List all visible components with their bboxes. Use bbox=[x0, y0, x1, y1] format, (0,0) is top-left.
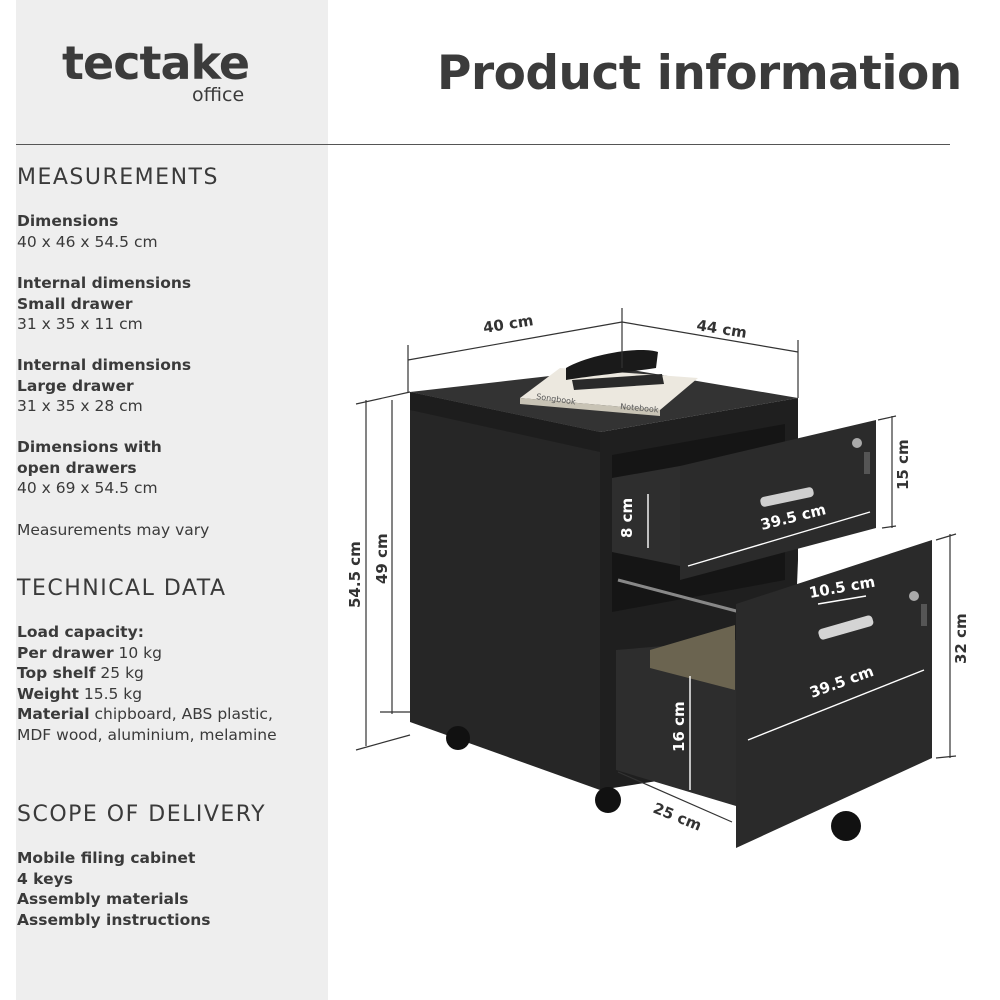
per-drawer-row: Per drawer 10 kg bbox=[17, 643, 317, 664]
internal-small-label-2: Small drawer bbox=[17, 294, 133, 313]
delivery-list: Mobile filing cabinet 4 keys Assembly ma… bbox=[17, 848, 317, 930]
internal-large-label-1: Internal dimensions bbox=[17, 356, 192, 374]
product-diagram: Songbook Notebook 40 cm 44 cm 54.5 cm 49… bbox=[346, 308, 970, 848]
drawer-depth-label: 25 cm bbox=[651, 799, 705, 835]
weight-label: Weight bbox=[17, 684, 79, 703]
cabinet-side-edge bbox=[410, 392, 600, 452]
page-title: Product information bbox=[437, 46, 962, 101]
stapler bbox=[566, 349, 658, 380]
load-label: Load capacity: bbox=[17, 623, 144, 641]
book-text: Notebook bbox=[620, 402, 659, 414]
height-body-label: 49 cm bbox=[373, 533, 391, 584]
brand-logo: tectake bbox=[62, 36, 250, 90]
measurements-note: Measurements may vary bbox=[17, 521, 210, 539]
cabinet-side bbox=[410, 392, 600, 790]
stapler-base bbox=[572, 374, 664, 390]
caster-wheel bbox=[446, 726, 470, 750]
depth-label: 44 cm bbox=[695, 316, 748, 342]
internal-small-block: Internal dimensions Small drawer 31 x 35… bbox=[17, 273, 317, 335]
open-label-1: Dimensions with bbox=[17, 438, 162, 456]
top-shelf-value: 25 kg bbox=[100, 664, 144, 682]
key-icon bbox=[864, 452, 870, 474]
dimension-lines bbox=[355, 308, 957, 759]
dimensions-block: Dimensions 40 x 46 x 54.5 cm bbox=[17, 211, 317, 252]
small-drawer-lock bbox=[852, 438, 862, 448]
caster-wheel bbox=[595, 787, 621, 813]
internal-large-label-2: Large drawer bbox=[17, 376, 134, 395]
top-shelf-row: Top shelf 25 kg bbox=[17, 663, 317, 684]
key-icon bbox=[921, 604, 927, 626]
large-drawer-lock bbox=[909, 591, 919, 601]
depth-line bbox=[617, 771, 733, 823]
material-value: chipboard, ABS plastic, MDF wood, alumin… bbox=[17, 705, 277, 744]
large-drawer-height-label: 32 cm bbox=[952, 613, 970, 664]
internal-large-value: 31 x 35 x 28 cm bbox=[17, 397, 143, 415]
small-drawer-inner-label: 8 cm bbox=[618, 498, 636, 538]
per-drawer-label: Per drawer bbox=[17, 643, 114, 662]
material-label: Material bbox=[17, 705, 90, 723]
small-drawer-height-label: 15 cm bbox=[894, 439, 912, 490]
internal-small-label-1: Internal dimensions bbox=[17, 274, 192, 292]
top-shelf-label: Top shelf bbox=[17, 664, 96, 682]
large-drawer-handle bbox=[818, 615, 874, 640]
delivery-heading: SCOPE OF DELIVERY bbox=[17, 802, 267, 827]
weight-value: 15.5 kg bbox=[83, 684, 143, 703]
large-drawer-inner-label: 16 cm bbox=[670, 701, 688, 752]
measurements-heading: MEASUREMENTS bbox=[17, 165, 219, 190]
delivery-item: Assembly instructions bbox=[17, 910, 211, 929]
caster-wheel bbox=[831, 811, 861, 841]
large-drawer-front bbox=[736, 540, 932, 848]
small-drawer-handle bbox=[760, 487, 814, 507]
internal-small-value: 31 x 35 x 11 cm bbox=[17, 315, 143, 333]
technical-heading: TECHNICAL DATA bbox=[17, 576, 227, 601]
per-drawer-value: 10 kg bbox=[118, 643, 162, 662]
open-dimensions-block: Dimensions with open drawers 40 x 69 x 5… bbox=[17, 437, 317, 499]
height-total-label: 54.5 cm bbox=[346, 541, 364, 608]
delivery-item: 4 keys bbox=[17, 869, 73, 888]
weight-row: Weight 15.5 kg bbox=[17, 684, 317, 705]
open-label-2: open drawers bbox=[17, 458, 137, 477]
internal-large-block: Internal dimensions Large drawer 31 x 35… bbox=[17, 355, 317, 417]
divider bbox=[16, 144, 950, 145]
open-value: 40 x 69 x 54.5 cm bbox=[17, 479, 158, 497]
width-label: 40 cm bbox=[482, 311, 535, 337]
drawer-rail bbox=[617, 578, 741, 614]
delivery-item: Mobile filing cabinet bbox=[17, 849, 196, 867]
small-drawer-box bbox=[612, 466, 680, 566]
books bbox=[650, 625, 735, 690]
book-edge bbox=[520, 398, 660, 416]
material-row: Material chipboard, ABS plastic, MDF woo… bbox=[17, 704, 302, 745]
dimensions-label: Dimensions bbox=[17, 212, 119, 230]
dimensions-value: 40 x 46 x 54.5 cm bbox=[17, 232, 158, 251]
dimension-lines-white bbox=[647, 494, 925, 790]
brand-sub: office bbox=[192, 84, 245, 106]
technical-block: Load capacity: Per drawer 10 kg Top shel… bbox=[17, 622, 317, 745]
sidebar-panel bbox=[16, 0, 328, 1000]
delivery-item: Assembly materials bbox=[17, 890, 189, 908]
